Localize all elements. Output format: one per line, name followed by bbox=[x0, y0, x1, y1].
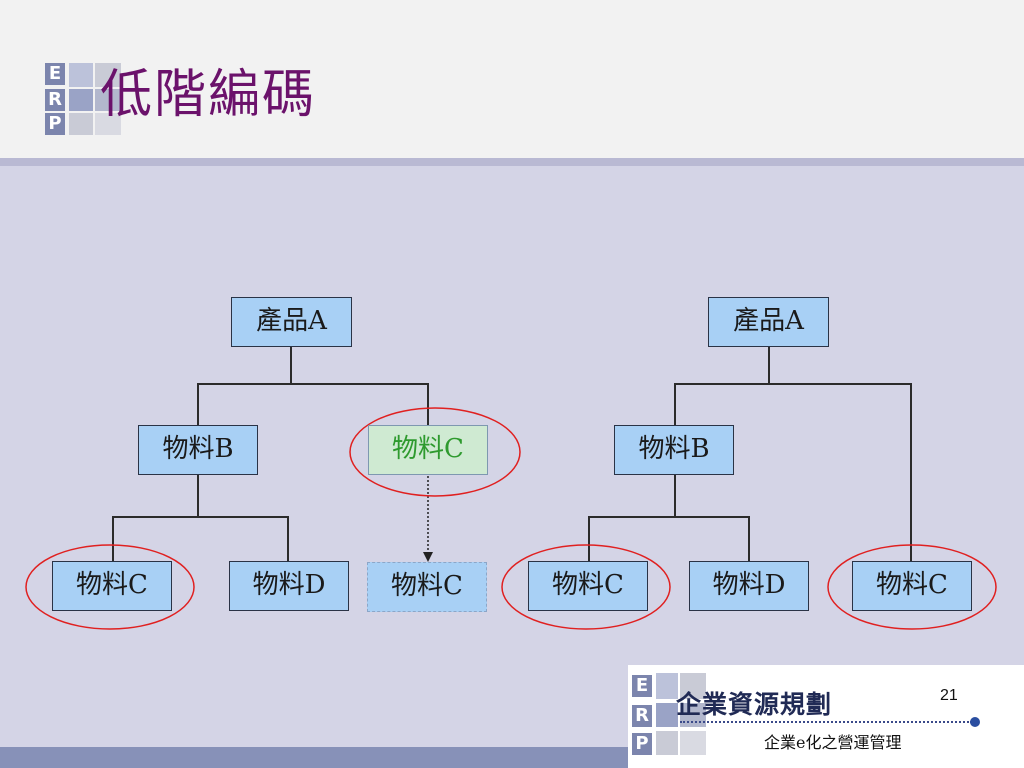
dot-end-icon bbox=[970, 717, 980, 727]
logo-letter-r: R bbox=[45, 89, 65, 111]
node-material-c-lowered: 物料C bbox=[367, 562, 487, 612]
highlight-ring bbox=[501, 544, 671, 630]
connector-line bbox=[674, 383, 676, 425]
node-material-d: 物料D bbox=[229, 561, 349, 611]
node-product-a: 產品A bbox=[708, 297, 829, 347]
highlight-ring bbox=[349, 407, 521, 497]
footer-tagline: 企業e化之營運管理 bbox=[764, 733, 902, 752]
footer-erp-logo: E R P bbox=[632, 673, 712, 763]
connector-line bbox=[427, 383, 429, 425]
connector-line bbox=[588, 516, 750, 518]
erp-logo: E R P bbox=[45, 63, 125, 137]
footer-logo-letter-e: E bbox=[632, 675, 652, 697]
connector-line bbox=[768, 346, 770, 384]
logo-letter-e: E bbox=[45, 63, 65, 85]
connector-line bbox=[112, 516, 114, 561]
node-product-a: 產品A bbox=[231, 297, 352, 347]
slide-header bbox=[0, 0, 1024, 158]
connector-line bbox=[588, 516, 590, 561]
connector-line bbox=[197, 383, 429, 385]
node-material-c: 物料C bbox=[52, 561, 172, 611]
page-title: 低階編碼 bbox=[100, 65, 317, 125]
node-material-b: 物料B bbox=[614, 425, 734, 475]
footer-logo-letter-p: P bbox=[632, 733, 652, 755]
node-material-c: 物料C bbox=[528, 561, 648, 611]
footer-logo-box: E R P 企業資源規劃 21 企業e化之營運管理 bbox=[628, 665, 1024, 768]
footer-logo-letter-r: R bbox=[632, 705, 652, 727]
dotted-rule bbox=[680, 721, 972, 723]
connector-line bbox=[197, 383, 199, 425]
connector-line bbox=[112, 516, 289, 518]
header-divider bbox=[0, 158, 1024, 166]
connector-line bbox=[287, 516, 289, 561]
connector-line bbox=[674, 475, 676, 517]
footer-brand: 企業資源規劃 bbox=[676, 690, 833, 719]
connector-line bbox=[290, 346, 292, 384]
connector-line bbox=[748, 516, 750, 561]
node-material-c-original: 物料C bbox=[368, 425, 488, 475]
logo-letter-p: P bbox=[45, 113, 65, 135]
slide-number: 21 bbox=[940, 687, 958, 704]
highlight-ring bbox=[827, 544, 997, 630]
node-material-d: 物料D bbox=[689, 561, 809, 611]
node-material-c: 物料C bbox=[852, 561, 972, 611]
highlight-ring bbox=[25, 544, 195, 630]
connector-line bbox=[910, 383, 912, 561]
move-arrow-head bbox=[423, 552, 433, 562]
connector-line bbox=[197, 475, 199, 517]
node-material-b: 物料B bbox=[138, 425, 258, 475]
connector-line bbox=[674, 383, 912, 385]
